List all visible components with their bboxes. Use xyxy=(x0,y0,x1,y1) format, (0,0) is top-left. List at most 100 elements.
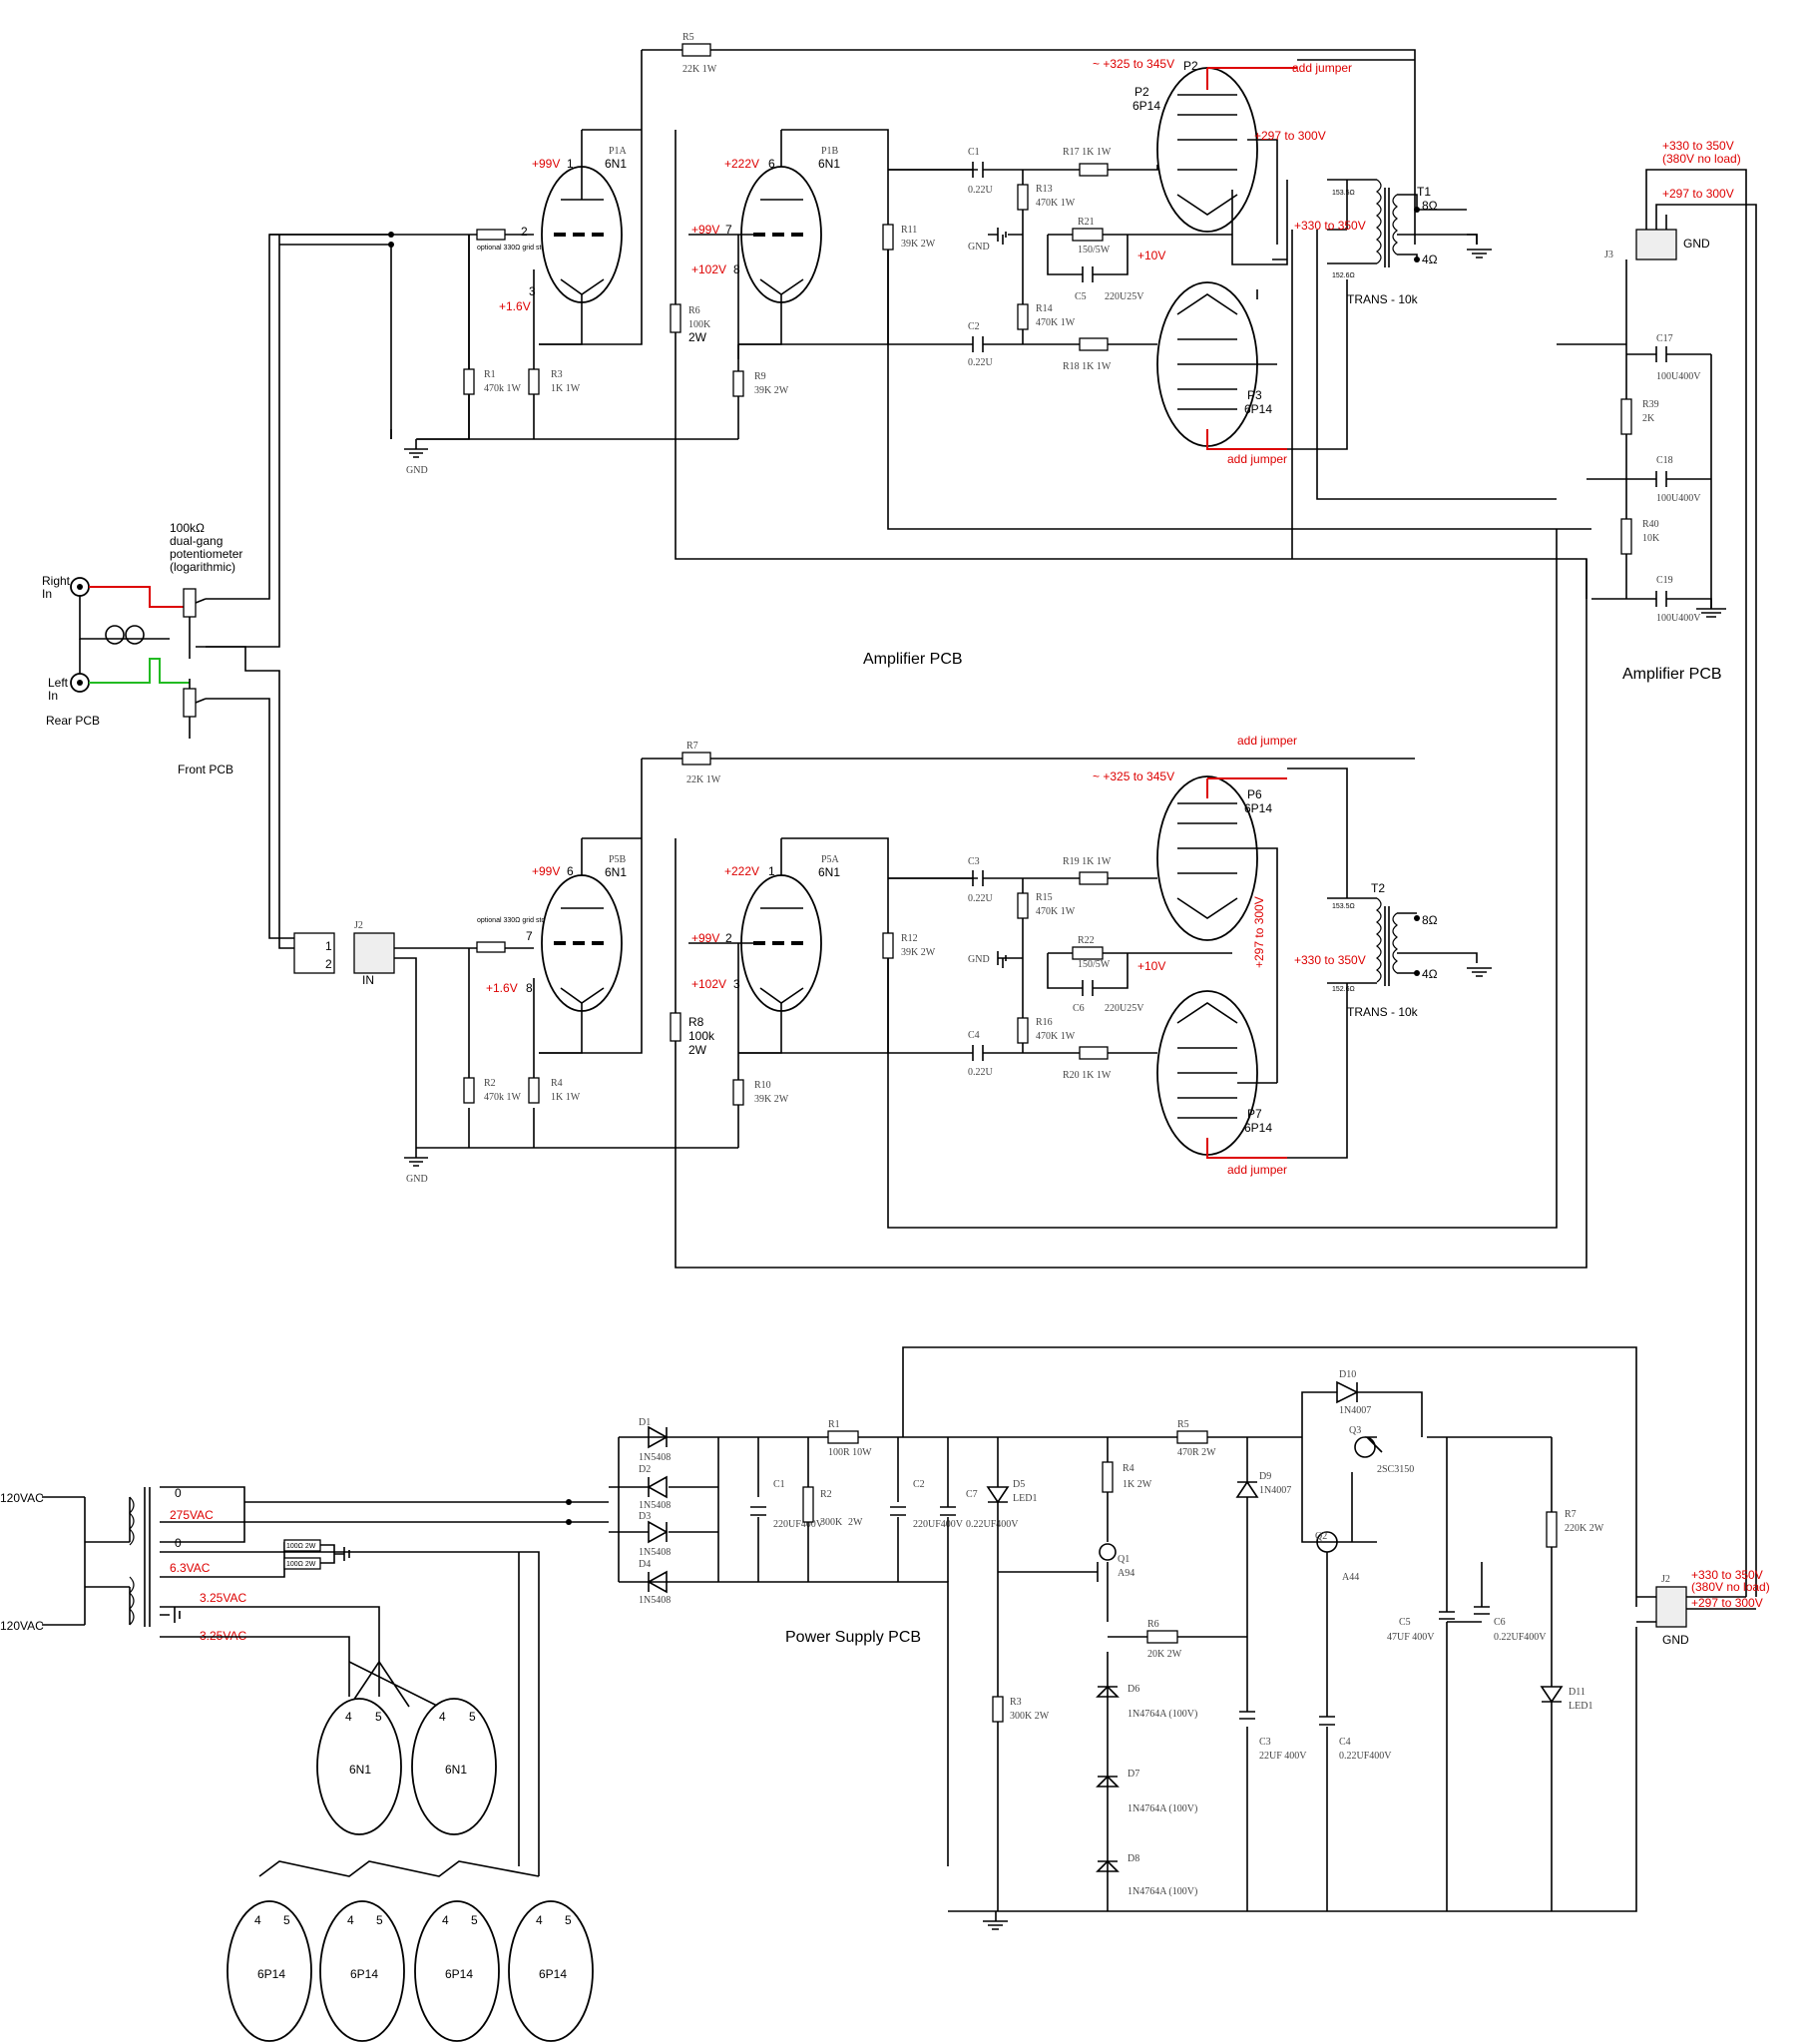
psu-c2 xyxy=(890,1506,906,1516)
c3-label: C3 xyxy=(968,856,980,867)
input-section: Right In Left In 100kΩ dual-gang potenti… xyxy=(42,232,469,949)
psu-r2 xyxy=(802,1486,814,1523)
gnd-symbol-t2 xyxy=(1467,967,1492,977)
psu-r5-value: 470R 2W xyxy=(1177,1447,1216,1458)
gnd-label-2: GND xyxy=(406,1174,428,1185)
psu-c2-label: C2 xyxy=(913,1479,925,1490)
front-pcb-label: Front PCB xyxy=(178,763,233,776)
r1-power-resistor xyxy=(827,1430,859,1444)
d9-label: D9 xyxy=(1259,1471,1271,1482)
d4-value: 1N5408 xyxy=(639,1595,671,1606)
c6-capacitor xyxy=(1082,980,1094,996)
r10-label: R10 xyxy=(754,1080,771,1091)
psu-c4-value: 0.22UF400V xyxy=(1339,1751,1392,1762)
c18-capacitor xyxy=(1655,471,1667,487)
psu-c6-label: C6 xyxy=(1494,1617,1506,1628)
psu-c5-value: 47UF 400V xyxy=(1387,1632,1435,1643)
pot-label-4: (logarithmic) xyxy=(170,560,235,574)
t2-ohm-1: 153.5Ω xyxy=(1332,903,1355,910)
r14-resistor xyxy=(1017,303,1029,330)
psu-c4-label: C4 xyxy=(1339,1737,1351,1748)
r7-resistor xyxy=(681,752,711,766)
p2-label: P2 xyxy=(1134,85,1149,99)
r16-resistor xyxy=(1017,1017,1029,1044)
psu-c2-value: 220UF400V xyxy=(913,1519,964,1530)
q1-label: Q1 xyxy=(1118,1554,1130,1565)
svg-text:1: 1 xyxy=(567,157,574,171)
r8-label: R8 xyxy=(688,1015,704,1029)
r14-value: 470K 1W xyxy=(1036,317,1076,328)
j3-gnd-label: GND xyxy=(1683,237,1710,251)
heater-tube-6p14-1 xyxy=(226,1900,312,2042)
rear-pcb-label: Rear PCB xyxy=(46,714,100,728)
r18-label: R18 1K 1W xyxy=(1063,361,1112,372)
r1-resistor xyxy=(463,368,475,395)
c6-value: 220U25V xyxy=(1105,1003,1144,1014)
psu-j2-gnd: GND xyxy=(1662,1633,1689,1647)
r9-resistor xyxy=(732,370,744,397)
p6-label: P6 xyxy=(1247,787,1262,801)
t2-trans-label: TRANS - 10k xyxy=(1347,1005,1419,1019)
d6-label: D6 xyxy=(1128,1684,1139,1695)
svg-text:2: 2 xyxy=(725,931,732,945)
r12-resistor xyxy=(882,932,894,959)
q1-value: A94 xyxy=(1118,1568,1134,1579)
j3-filter: J3 GND +330 to 350V (380V no load) +297 … xyxy=(1557,139,1757,1597)
r15-value: 470K 1W xyxy=(1036,906,1076,917)
r8-resistor xyxy=(670,1012,681,1042)
p5b-plate-voltage: +99V xyxy=(532,864,560,878)
r7-value: 22K 1W xyxy=(686,774,721,785)
screen-voltage-1: +297 to 300V xyxy=(1254,129,1326,143)
r4-resistor xyxy=(528,1077,540,1104)
svg-text:3: 3 xyxy=(529,284,536,298)
c19-capacitor xyxy=(1655,591,1667,607)
p5b-label: P5B xyxy=(609,854,627,865)
p1b-type: 6N1 xyxy=(818,157,840,171)
psu-r4 xyxy=(1102,1461,1114,1493)
psu-r2-label: R2 xyxy=(820,1489,832,1500)
d1-diode xyxy=(648,1425,669,1449)
psu-j2-v1: +330 to 350V xyxy=(1691,1568,1763,1582)
ac-input-1: 120VAC xyxy=(0,1491,44,1505)
pot-label-3: potentiometer xyxy=(170,547,242,561)
j3-voltage-1: +330 to 350V xyxy=(1662,139,1734,153)
stopper-label-2: optional 330Ω grid stopper xyxy=(477,917,560,924)
d11-led xyxy=(1540,1686,1564,1704)
r5-resistor xyxy=(681,43,711,57)
r8-watt: 2W xyxy=(688,1043,707,1057)
psu-r4-label: R4 xyxy=(1123,1463,1134,1474)
psu-r7-value: 220K 2W xyxy=(1565,1523,1604,1534)
d10-diode xyxy=(1336,1380,1359,1404)
r14-label: R14 xyxy=(1036,303,1053,314)
input-ground-wire xyxy=(79,596,170,640)
svg-text:6P14: 6P14 xyxy=(445,1967,473,1981)
r100-b-label: 100Ω 2W xyxy=(286,1561,316,1568)
gnd-symbol-ch1-bias xyxy=(997,228,1007,245)
psu-c1-value: 220UF400V xyxy=(773,1519,824,1530)
r9-label: R9 xyxy=(754,371,766,382)
r15-resistor xyxy=(1017,892,1029,919)
r2-label: R2 xyxy=(484,1078,496,1089)
psu-c1-label: C1 xyxy=(773,1479,785,1490)
right-label: Right xyxy=(42,574,71,588)
psu-r5-label: R5 xyxy=(1177,1419,1189,1430)
r15-label: R15 xyxy=(1036,892,1053,903)
left-label: Left xyxy=(48,676,69,690)
p5b-cathode-voltage: +1.6V xyxy=(486,981,518,995)
p7-type: 6P14 xyxy=(1244,1121,1272,1135)
gnd-symbol-1 xyxy=(404,439,428,458)
stopper-label-1: optional 330Ω grid stopper xyxy=(477,245,560,252)
psu-c5-label: C5 xyxy=(1399,1617,1411,1628)
r8-value: 100k xyxy=(688,1029,715,1043)
r22-label: R22 xyxy=(1078,935,1095,946)
input-connector-front xyxy=(293,932,335,974)
d1-label: D1 xyxy=(639,1417,651,1428)
p7-jumper-label: add jumper xyxy=(1227,1163,1287,1177)
r12-value: 39K 2W xyxy=(901,947,936,958)
r39-label: R39 xyxy=(1642,399,1659,410)
d4-label: D4 xyxy=(639,1559,651,1570)
heater-tube-6p14-4 xyxy=(508,1900,594,2042)
psu-r3 xyxy=(992,1696,1004,1723)
psu-r6-label: R6 xyxy=(1147,1619,1159,1630)
power-supply-pcb-title: Power Supply PCB xyxy=(785,1629,921,1646)
